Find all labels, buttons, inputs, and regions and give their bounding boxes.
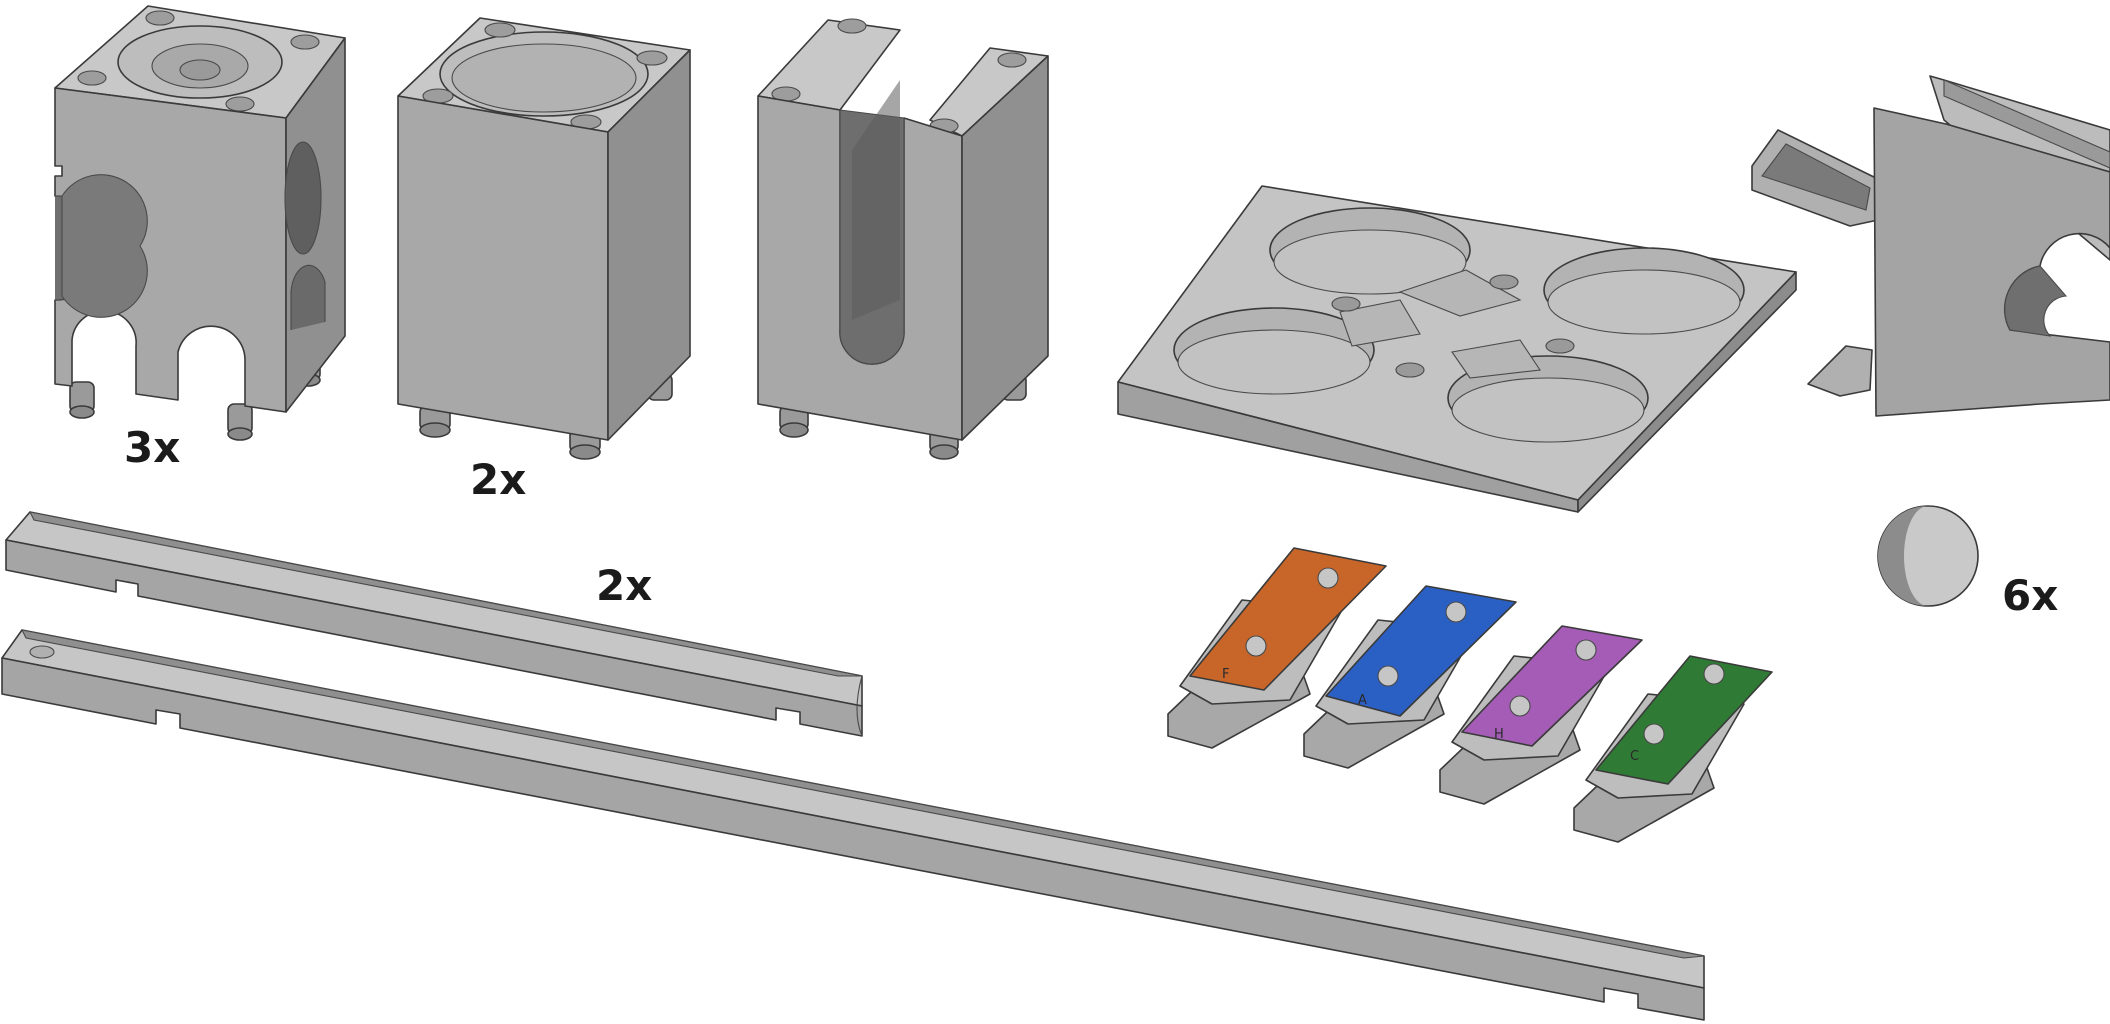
xylophone-bar-a: A — [1303, 585, 1517, 769]
xylophone-bar-f: F — [1167, 547, 1387, 749]
slot-cube — [757, 18, 1049, 460]
basket-cube-quantity: 2x — [470, 455, 526, 504]
marble: 6x — [1877, 505, 2058, 620]
angled-chute — [1751, 75, 2110, 417]
rail-long — [1, 629, 1705, 1021]
xylophone-bar-h: H — [1439, 625, 1643, 805]
rail-quantity: 2x — [596, 561, 652, 610]
rail-short: 2x — [5, 511, 863, 737]
basket-cube: 2x — [397, 17, 691, 504]
xylophone-set: F A H C — [1167, 547, 1773, 843]
xylophone-bar-c: C — [1573, 655, 1773, 843]
bar-a-letter: A — [1358, 693, 1367, 708]
bar-h-letter: H — [1494, 727, 1504, 742]
turntable-plate — [1117, 185, 1797, 513]
marble-quantity: 6x — [2002, 571, 2058, 620]
crossing-cube-quantity: 3x — [124, 423, 180, 472]
bar-c-letter: C — [1630, 749, 1639, 764]
bar-f-letter: F — [1222, 667, 1229, 682]
crossing-cube: 3x — [54, 5, 346, 472]
